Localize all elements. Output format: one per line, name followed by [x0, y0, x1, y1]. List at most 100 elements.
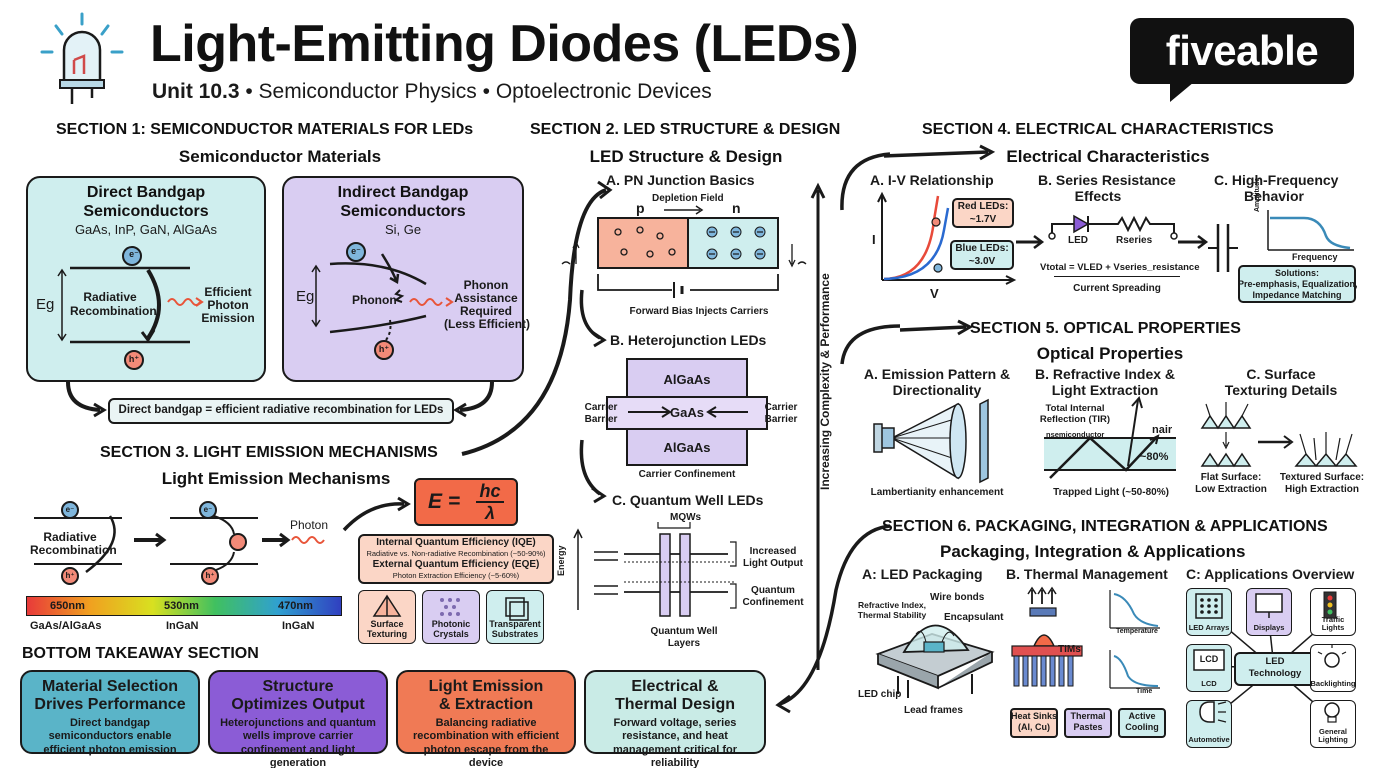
increased-1: Increased — [749, 546, 797, 557]
texturing-title-1: C. Surface — [1246, 366, 1316, 382]
layer-top-label: AlGaAs — [663, 372, 711, 387]
p-label: p — [636, 200, 645, 216]
s5-heading-arrow — [899, 319, 974, 336]
led-bulb-icon — [40, 12, 124, 104]
tir-diagram — [1044, 395, 1176, 479]
thermal-title: B. Thermal Management — [1006, 566, 1168, 582]
subtitle-unit: Unit 10.3 — [152, 80, 240, 103]
packaging-title: A: LED Packaging — [862, 566, 983, 582]
quantum-conf-1: Quantum — [751, 585, 795, 596]
indirect-eg-label: Eg — [296, 288, 315, 305]
indirect-electron-label: e⁻ — [351, 246, 361, 256]
direct-title-2: Semiconductors — [83, 203, 209, 220]
spectrum-mat-2: InGaN — [166, 620, 199, 632]
indirect-title-1: Indirect Bandgap — [337, 184, 469, 201]
section6-subheading: Packaging, Integration & Applications — [940, 542, 1246, 561]
rseries-label: Rseries — [1116, 235, 1153, 246]
formula-numerator: hc — [476, 481, 504, 503]
tims-label: TIMs — [1058, 644, 1081, 655]
fiveable-logo[interactable]: fiveable — [1130, 18, 1354, 84]
indirect-bandgap-panel — [282, 176, 524, 382]
textured-surface-1: Textured Surface: — [1279, 472, 1365, 483]
tir-label-1: Total Internal — [1045, 403, 1105, 414]
series-title-2: Effects — [1074, 188, 1122, 204]
spreading-arrow-line — [1054, 276, 1180, 277]
s3-to-formula-arrow — [342, 496, 411, 532]
indirect-materials: Si, Ge — [384, 222, 422, 237]
time-label: Time — [1136, 688, 1153, 695]
direct-hole-label: h⁺ — [128, 354, 140, 364]
takeaway-3-body: Balancing radiative recombination with e… — [412, 717, 560, 768]
pct-80-label: ~80% — [1140, 451, 1169, 463]
emission-pattern-title-2: Directionality — [892, 382, 982, 398]
emission-process-diagram — [34, 501, 325, 585]
applications-title: C: Applications Overview — [1186, 566, 1355, 582]
takeaway-card-structure: Structure Optimizes Output Heterojunctio… — [208, 670, 388, 768]
iqe-sub: Radiative vs. Non-radiative Recombinatio… — [366, 549, 546, 558]
s3-rad-1: Radiative — [43, 530, 97, 544]
section1-heading: SECTION 1: SEMICONDUCTOR MATERIALS FOR L… — [56, 121, 474, 138]
direct-materials: GaAs, InP, GaN, AlGaAs — [74, 222, 218, 237]
quantum-well-diagram — [573, 522, 737, 617]
direct-eg-label: Eg — [36, 296, 55, 313]
direct-rad-2: Recombination — [70, 304, 157, 318]
heterojunction-title: B. Heterojunction LEDs — [610, 332, 767, 348]
led-technology-hub — [1234, 652, 1316, 686]
s3-electron-2: e⁻ — [203, 505, 213, 514]
iv-curve-chart — [877, 191, 1017, 285]
active-cooling-box — [1118, 708, 1166, 738]
v-axis-label: V — [930, 286, 939, 301]
frequency-axis-label: Frequency — [1292, 252, 1338, 262]
section2-flow-arrows — [461, 180, 613, 504]
app-backlighting: Backlighting — [1310, 644, 1356, 692]
takeaway-2-h1: Structure — [262, 678, 334, 695]
qw-layers-2: Layers — [667, 638, 701, 649]
direct-rad-1: Radiative — [83, 290, 137, 304]
lambertian-label: Lambertianity enhancement — [870, 487, 1004, 498]
lambertian-diagram — [873, 398, 989, 484]
s4-arrows — [1016, 235, 1209, 249]
layer-bot-algaas — [626, 428, 748, 466]
subtitle-topics: • Semiconductor Physics • Optoelectronic… — [239, 80, 712, 103]
solutions-2: Pre-emphasis, Equalization, — [1238, 279, 1358, 289]
refr-label-1: Refractive Index, — [857, 600, 927, 610]
indirect-title-2: Semiconductors — [340, 203, 466, 220]
refractive-title-2: Light Extraction — [1051, 382, 1159, 398]
amplitude-axis-label: Amplitude — [1254, 177, 1261, 212]
n-air-label: nair — [1152, 424, 1173, 436]
lead-frames-label: Lead frames — [904, 705, 963, 716]
takeaway-3-h1: Light Emission — [428, 678, 544, 695]
direct-eff-2: Photon — [207, 298, 249, 312]
heat-sink-diagram — [1011, 586, 1160, 689]
flat-surface-2: Low Extraction — [1195, 484, 1267, 495]
thermal-pastes-1: Thermal — [1070, 711, 1106, 721]
active-cooling-2: Cooling — [1125, 722, 1159, 732]
direct-title-1: Direct Bandgap — [86, 184, 206, 201]
barrier-right-1: Carrier — [764, 402, 798, 413]
vertical-progress-arrow — [775, 152, 901, 714]
flat-surface-1: Flat Surface: — [1200, 472, 1262, 483]
led-symbol-label: LED — [1068, 235, 1088, 246]
led-package-diagram — [875, 624, 995, 698]
layer-mid-label: GaAs — [670, 405, 704, 420]
series-title-1: B. Series Resistance — [1038, 172, 1176, 188]
page-subtitle: Unit 10.3 • Semiconductor Physics • Opto… — [152, 80, 712, 104]
depletion-label: Depletion Field — [652, 193, 724, 204]
indirect-pa-4: (Less Efficient) — [444, 317, 531, 331]
section1-summary-box — [108, 398, 454, 424]
red-led-2: ~1.7V — [969, 214, 997, 225]
encapsulant-label: Encapsulant — [944, 612, 1004, 623]
direct-eff-1: Efficient — [204, 285, 252, 299]
red-led-1: Red LEDs: — [957, 201, 1009, 212]
takeaway-4-body: Forward voltage, series resistance, and … — [612, 717, 738, 768]
quantum-conf-2: Confinement — [742, 597, 804, 608]
takeaway-4-h2: Thermal Design — [614, 695, 736, 713]
section6-heading: SECTION 6. PACKAGING, INTEGRATION & APPL… — [882, 518, 1328, 535]
heat-sinks-1: Heat Sinks — [1010, 711, 1058, 721]
barrier-left-2: Barrier — [584, 414, 618, 425]
blue-led-2: ~3.0V — [968, 256, 996, 267]
forward-bias-label: Forward Bias Injects Carriers — [629, 306, 769, 317]
temperature-label-1: Temperature — [1116, 628, 1158, 635]
hf-title-2: Behavior — [1244, 188, 1304, 204]
card-photonic-crystals: Photonic Crystals — [422, 590, 480, 644]
